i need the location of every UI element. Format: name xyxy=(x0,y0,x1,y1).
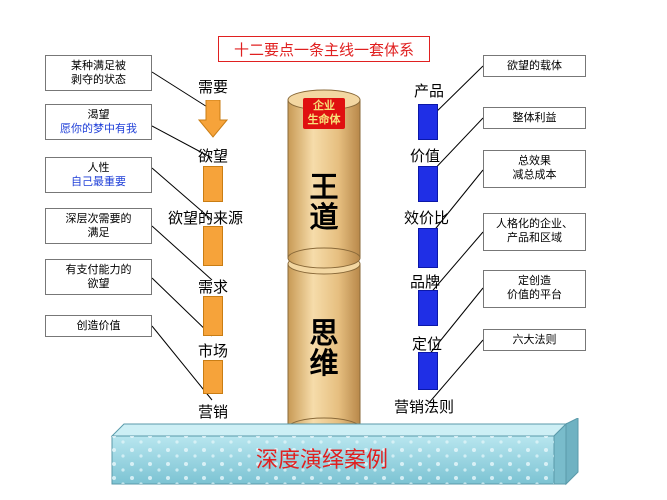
left-bar-1 xyxy=(203,166,223,202)
badge-line1: 企业 xyxy=(313,99,335,112)
right-bar-1 xyxy=(418,104,438,140)
right-step-value: 价值 xyxy=(410,147,441,165)
right-note-6-line1: 六大法则 xyxy=(512,333,557,346)
right-note-3-line2: 减总成本 xyxy=(512,168,557,181)
right-note-2-line1: 整体利益 xyxy=(512,111,557,124)
right-step-value-ratio: 效价比 xyxy=(404,209,450,227)
left-note-1-line1: 某种满足被 xyxy=(71,59,126,72)
badge-line2: 生命体 xyxy=(307,113,341,126)
pillar-upper-char2: 道 xyxy=(309,200,339,234)
left-note-5-line2: 欲望 xyxy=(87,277,110,290)
pillar-upper-char1: 王 xyxy=(309,170,339,204)
right-note-1-line1: 欲望的载体 xyxy=(507,59,562,72)
right-note-5-line2: 价值的平台 xyxy=(507,288,562,301)
left-note-3-line1: 人性 xyxy=(87,161,110,174)
left-note-4-line2: 满足 xyxy=(87,226,110,239)
right-step-marketing-rules: 营销法则 xyxy=(394,398,455,416)
down-arrow-icon xyxy=(198,100,228,138)
left-note-6: 创造价值 xyxy=(45,315,152,337)
left-note-3: 人性 自己最重要 xyxy=(45,157,152,193)
left-bar-4 xyxy=(203,360,223,394)
left-step-desire: 欲望 xyxy=(198,147,229,165)
left-step-marketing: 营销 xyxy=(198,403,229,421)
right-note-1: 欲望的载体 xyxy=(483,55,586,77)
left-note-3-line2: 自己最重要 xyxy=(71,175,126,188)
left-bar-2 xyxy=(203,226,223,266)
diagram-title: 十二要点一条主线一套体系 xyxy=(218,36,430,62)
pillar-lower-text: 思 维 xyxy=(306,318,342,378)
left-note-5-line1: 有支付能力的 xyxy=(65,263,132,276)
left-step-demand: 需求 xyxy=(198,278,229,296)
right-note-4: 人格化的企业、 产品和区域 xyxy=(483,213,586,251)
right-bar-5 xyxy=(418,352,438,390)
center-pillar xyxy=(287,89,361,439)
right-step-product: 产品 xyxy=(414,82,445,100)
right-bar-3 xyxy=(418,228,438,268)
left-note-2-line1: 渴望 xyxy=(87,108,110,121)
base-slab xyxy=(110,418,579,486)
left-step-market: 市场 xyxy=(198,342,229,360)
left-note-4: 深层次需要的 满足 xyxy=(45,208,152,244)
right-bar-2 xyxy=(418,166,438,202)
right-note-5-line1: 定创造 xyxy=(518,274,551,287)
pillar-lower-char2: 维 xyxy=(309,346,339,380)
pillar-lower-char1: 思 xyxy=(309,316,339,350)
left-note-1: 某种满足被 剥夺的状态 xyxy=(45,55,152,91)
left-step-desire-source: 欲望的来源 xyxy=(168,209,244,227)
right-note-3-line1: 总效果 xyxy=(518,154,551,167)
left-note-4-line1: 深层次需要的 xyxy=(65,212,132,225)
right-note-2: 整体利益 xyxy=(483,107,586,129)
right-note-6: 六大法则 xyxy=(483,329,586,351)
left-step-need: 需要 xyxy=(198,78,229,96)
left-note-5: 有支付能力的 欲望 xyxy=(45,259,152,295)
right-bar-4 xyxy=(418,290,438,326)
right-note-3: 总效果 减总成本 xyxy=(483,150,586,188)
left-note-2-line2: 愿你的梦中有我 xyxy=(60,122,137,135)
left-note-2: 渴望 愿你的梦中有我 xyxy=(45,104,152,140)
right-step-brand: 品牌 xyxy=(410,273,441,291)
pillar-upper-text: 王 道 xyxy=(306,172,342,232)
enterprise-badge: 企业 生命体 xyxy=(303,98,345,129)
left-note-1-line2: 剥夺的状态 xyxy=(71,73,126,86)
right-note-4-line1: 人格化的企业、 xyxy=(496,217,573,230)
right-note-5: 定创造 价值的平台 xyxy=(483,270,586,308)
right-step-positioning: 定位 xyxy=(412,335,443,353)
left-note-6-line1: 创造价值 xyxy=(76,319,121,332)
base-label: 深度演绎案例 xyxy=(256,448,389,473)
left-bar-3 xyxy=(203,296,223,336)
right-note-4-line2: 产品和区域 xyxy=(507,231,562,244)
